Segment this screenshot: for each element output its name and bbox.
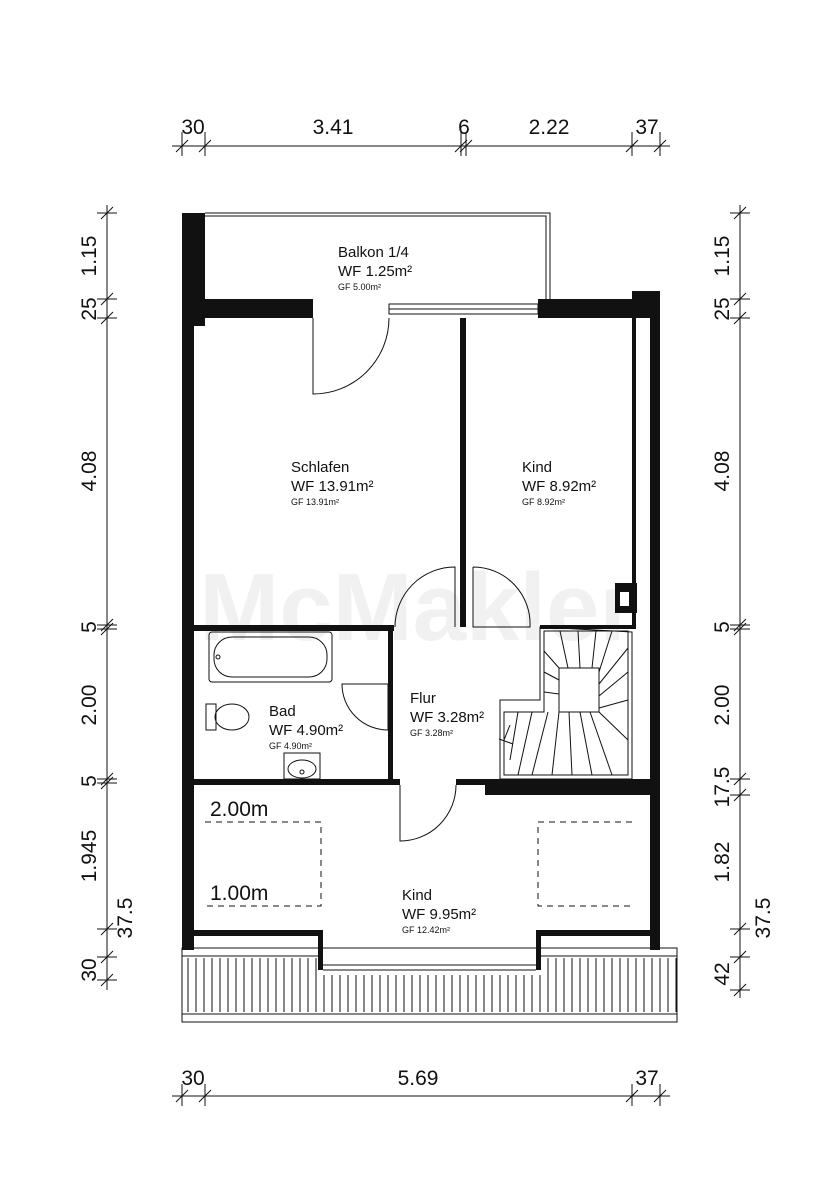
dim-top-3: 2.22 <box>529 116 570 139</box>
room-flur-name: Flur <box>410 690 436 707</box>
room-kind-1-name: Kind <box>522 459 552 476</box>
room-bad-gf: GF 4.90m² <box>269 741 312 751</box>
room-kind-1-gf: GF 8.92m² <box>522 497 565 507</box>
dim-left-6: 1.945 <box>78 830 101 883</box>
dim-right-5: 17.5 <box>711 767 734 808</box>
dimension-bottom: 30 5.69 37 <box>172 1067 670 1106</box>
doors <box>312 317 531 842</box>
dim-left-2: 4.08 <box>78 451 101 492</box>
dim-left-1: 25 <box>78 297 101 320</box>
height-label-1m: 1.00m <box>210 882 268 905</box>
room-balkon-gf: GF 5.00m² <box>338 282 381 292</box>
dim-right-2: 4.08 <box>711 451 734 492</box>
sink <box>283 752 321 780</box>
dim-right-0: 1.15 <box>711 236 734 277</box>
room-schlafen-gf: GF 13.91m² <box>291 497 339 507</box>
room-schlafen: Schlafen WF 13.91m² GF 13.91m² <box>291 459 374 507</box>
room-flur: Flur WF 3.28m² GF 3.28m² <box>410 690 484 738</box>
ceiling-height-lines <box>205 821 632 907</box>
height-label-2m: 2.00m <box>210 798 268 821</box>
dimension-right: 1.15 25 4.08 5 2.00 17.5 1.82 37.5 42 <box>711 205 775 998</box>
room-schlafen-name: Schlafen <box>291 459 349 476</box>
balcony-railing <box>205 212 551 299</box>
dim-top-2: 6 <box>458 116 470 139</box>
room-flur-gf: GF 3.28m² <box>410 728 453 738</box>
dim-bottom-2: 37 <box>635 1067 658 1090</box>
dim-left-4: 2.00 <box>78 685 101 726</box>
dim-left-3: 5 <box>78 621 101 633</box>
dim-top-1: 3.41 <box>313 116 354 139</box>
dim-top-4: 37 <box>635 116 658 139</box>
dim-bottom-1: 5.69 <box>398 1067 439 1090</box>
room-bad-name: Bad <box>269 703 296 720</box>
room-kind-2-name: Kind <box>402 887 432 904</box>
dim-left-8: 30 <box>78 958 101 981</box>
watermark: McMakler <box>199 554 637 661</box>
room-balkon: Balkon 1/4 WF 1.25m² GF 5.00m² <box>338 244 412 292</box>
dimension-top: 30 3.41 6 2.22 37 <box>172 116 670 156</box>
dim-left-7: 37.5 <box>114 898 137 939</box>
room-kind-1: Kind WF 8.92m² GF 8.92m² <box>522 459 596 507</box>
room-bad: Bad WF 4.90m² GF 4.90m² <box>269 703 343 751</box>
room-flur-wf: WF 3.28m² <box>410 709 484 726</box>
toilet <box>205 703 250 731</box>
dim-right-1: 25 <box>711 297 734 320</box>
dim-right-4: 2.00 <box>711 685 734 726</box>
dim-right-3: 5 <box>711 621 734 633</box>
dim-right-6: 1.82 <box>711 842 734 883</box>
bathtub <box>208 631 333 683</box>
room-kind-2-wf: WF 9.95m² <box>402 906 476 923</box>
dim-top-0: 30 <box>181 116 204 139</box>
room-schlafen-wf: WF 13.91m² <box>291 478 374 495</box>
room-kind-1-wf: WF 8.92m² <box>522 478 596 495</box>
room-balkon-name: Balkon 1/4 <box>338 244 409 261</box>
room-balkon-wf: WF 1.25m² <box>338 263 412 280</box>
walls <box>182 213 660 971</box>
roof-eaves <box>181 940 678 1023</box>
room-kind-2: Kind WF 9.95m² GF 12.42m² <box>402 887 476 935</box>
room-kind-2-gf: GF 12.42m² <box>402 925 450 935</box>
room-bad-wf: WF 4.90m² <box>269 722 343 739</box>
dim-right-8: 42 <box>711 962 734 985</box>
staircase <box>498 626 633 780</box>
dim-right-7: 37.5 <box>752 898 775 939</box>
dimension-left: 1.15 25 4.08 5 2.00 5 1.945 37.5 30 <box>78 205 137 990</box>
dim-left-0: 1.15 <box>78 236 101 277</box>
dim-left-5: 5 <box>78 775 101 787</box>
dim-bottom-0: 30 <box>181 1067 204 1090</box>
